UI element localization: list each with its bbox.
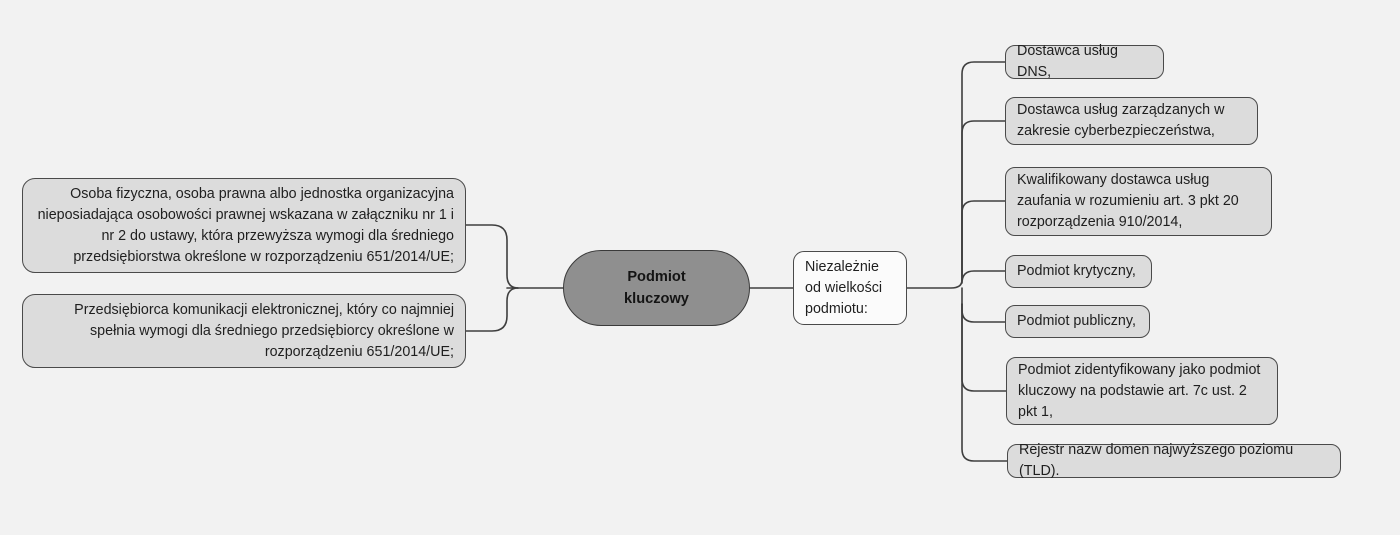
left-node-2-label: Przedsiębiorca komunikacji elektroniczne… [74,301,454,360]
center-node-line-2: kluczowy [624,291,689,307]
connector-left-2 [465,287,519,332]
left-node-1[interactable]: Osoba fizyczna, osoba prawna albo jednos… [22,178,466,273]
right-node-4[interactable]: Podmiot krytyczny, [1005,255,1152,288]
right-node-7[interactable]: Rejestr nazw domen najwyższego poziomu (… [1007,442,1341,479]
connector-right-4 [961,270,1006,284]
group-node-niezaleznie[interactable]: Niezależnie od wielkości podmiotu: [793,251,907,325]
center-node-label: Podmiot kluczowy [575,266,738,310]
right-node-7-label: Rejestr nazw domen najwyższego poziomu (… [1019,442,1294,479]
right-node-2-label: Dostawca usług zarządzanych w zakresie c… [1017,102,1225,139]
connector-left-1 [465,224,519,289]
connector-right-3 [961,200,1006,281]
connector-right-1 [961,61,1006,281]
connector-group-spine [906,279,963,289]
right-node-6[interactable]: Podmiot zidentyfikowany jako podmiot klu… [1006,357,1278,425]
right-node-3-label: Kwalifikowany dostawca usług zaufania w … [1017,172,1239,230]
right-node-6-label: Podmiot zidentyfikowany jako podmiot klu… [1018,361,1261,420]
left-node-1-label: Osoba fizyczna, osoba prawna albo jednos… [37,185,454,265]
connector-right-5 [961,303,1006,323]
connector-right-7 [961,303,1008,462]
right-node-2[interactable]: Dostawca usług zarządzanych w zakresie c… [1005,97,1258,145]
right-node-3[interactable]: Kwalifikowany dostawca usług zaufania w … [1005,167,1272,236]
center-node-podmiot-kluczowy[interactable]: Podmiot kluczowy [563,250,750,326]
right-node-1-label: Dostawca usług DNS, [1017,43,1118,80]
right-node-5[interactable]: Podmiot publiczny, [1005,305,1150,338]
connector-right-6 [961,303,1007,392]
group-node-label: Niezależnie od wielkości podmiotu: [805,258,883,317]
center-node-line-1: Podmiot [627,269,686,285]
right-node-1[interactable]: Dostawca usług DNS, [1005,43,1164,80]
right-node-4-label: Podmiot krytyczny, [1017,263,1136,279]
connector-right-2 [961,120,1006,281]
left-node-2[interactable]: Przedsiębiorca komunikacji elektroniczne… [22,294,466,368]
right-node-5-label: Podmiot publiczny, [1017,313,1136,329]
